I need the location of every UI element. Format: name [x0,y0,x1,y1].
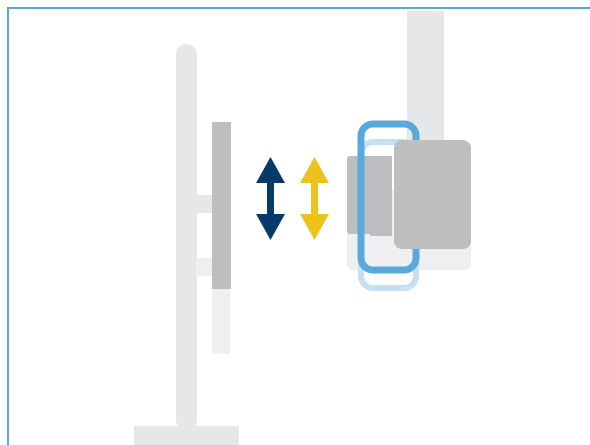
tube-head-front [394,140,471,249]
frame-border-left [7,7,9,445]
frame-border-top [7,7,590,9]
floor-stand [134,44,239,445]
left-panel [212,122,231,354]
navy-double-arrow-icon [256,157,285,240]
yellow-double-arrow-icon [300,157,329,240]
handle-inner-fill [370,156,392,236]
stand-pole [176,44,197,430]
tube-head [347,120,471,274]
stand-bracket-upper [176,195,216,213]
left-panel-main [212,122,231,289]
stand-bracket-lower [196,258,216,276]
stand-base [134,426,239,445]
